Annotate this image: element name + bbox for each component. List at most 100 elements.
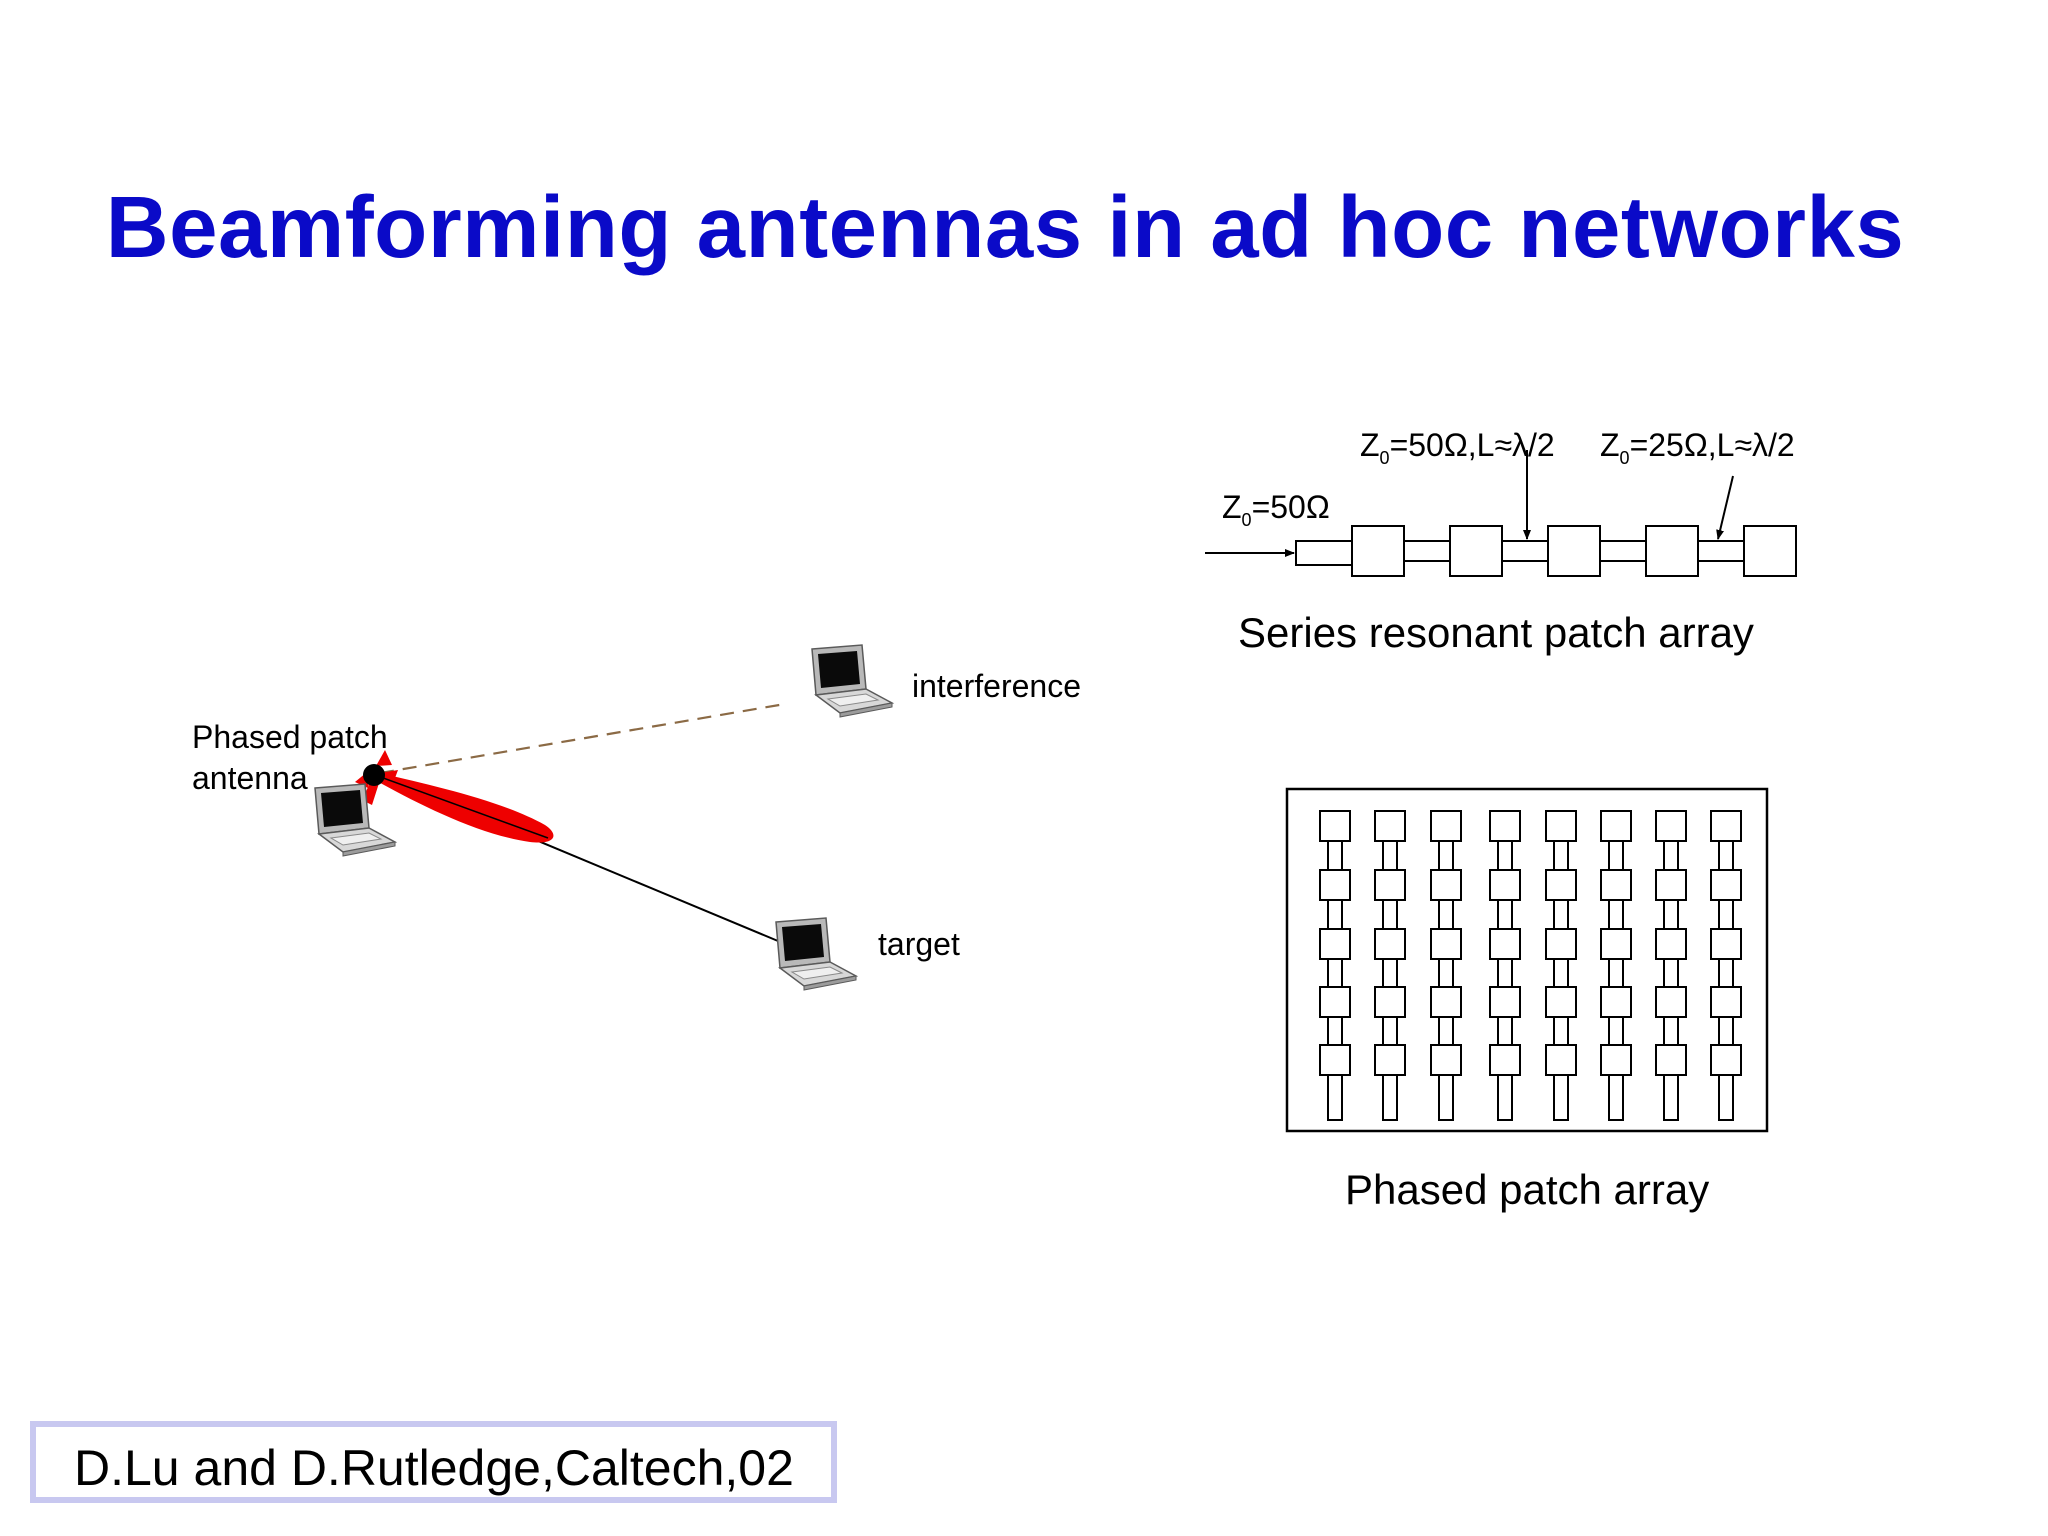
target-label: target: [878, 926, 960, 962]
phased-patch: [1374, 1044, 1406, 1076]
feed-impedance-label: Z0=50Ω: [1222, 489, 1330, 530]
phased-array: Phased patch array: [1285, 787, 1769, 1213]
phased-feed-line: [1327, 958, 1343, 988]
phased-patch: [1655, 928, 1687, 960]
interference-label: interference: [912, 668, 1081, 704]
phased-patch: [1489, 1044, 1521, 1076]
phased-feed-line: [1327, 1016, 1343, 1046]
phased-patch: [1489, 810, 1521, 842]
phased-feed-line: [1718, 899, 1734, 930]
phased-patch: [1600, 810, 1632, 842]
phased-feed-line: [1608, 1074, 1624, 1121]
phased-patch: [1655, 810, 1687, 842]
series-patch: [1449, 525, 1503, 577]
phased-patch: [1430, 1044, 1462, 1076]
arrow-icon: [1716, 475, 1734, 540]
phased-feed-line: [1497, 958, 1513, 988]
phased-patch: [1545, 986, 1577, 1018]
laptop-icon: [775, 917, 857, 991]
phased-feed-line: [1663, 899, 1679, 930]
phased-feed-line: [1327, 840, 1343, 871]
phased-patch: [1545, 928, 1577, 960]
phased-feed-line: [1438, 899, 1454, 930]
phased-patch: [1545, 1044, 1577, 1076]
phased-patch: [1430, 986, 1462, 1018]
phased-feed-line: [1553, 840, 1569, 871]
laptop-icon: [811, 644, 893, 718]
phased-patch: [1600, 986, 1632, 1018]
series-patch: [1351, 525, 1405, 577]
phased-patch: [1489, 869, 1521, 901]
phased-feed-line: [1553, 899, 1569, 930]
slide-title: Beamforming antennas in ad hoc networks: [105, 179, 1905, 276]
line1-impedance-label: Z0=50Ω,L≈λ/2: [1360, 427, 1555, 468]
phased-patch: [1710, 810, 1742, 842]
beam-pattern: [355, 750, 554, 843]
phased-feed-line: [1327, 1074, 1343, 1121]
phased-feed-line: [1718, 1074, 1734, 1121]
phased-feed-line: [1663, 840, 1679, 871]
phased-feed-line: [1438, 840, 1454, 871]
phased-patch: [1710, 986, 1742, 1018]
source-label-line1: Phased patch: [192, 719, 388, 755]
phased-feed-line: [1608, 1016, 1624, 1046]
phased-patch: [1319, 1044, 1351, 1076]
phased-patch: [1374, 810, 1406, 842]
interference-path: [379, 702, 786, 775]
series-patch: [1743, 525, 1797, 577]
phased-feed-line: [1718, 840, 1734, 871]
phased-feed-line: [1382, 899, 1398, 930]
source-label-line2: antenna: [192, 760, 308, 796]
phased-array-frame: [1285, 787, 1769, 1133]
credit-text: D.Lu and D.Rutledge,Caltech,02: [74, 1440, 794, 1496]
phased-feed-line: [1553, 1074, 1569, 1121]
phased-patch: [1655, 869, 1687, 901]
phased-patch: [1430, 869, 1462, 901]
phased-patch: [1489, 928, 1521, 960]
beam-axis: [374, 774, 549, 839]
phased-patch: [1430, 928, 1462, 960]
phased-patch: [1655, 986, 1687, 1018]
phased-feed-line: [1718, 1016, 1734, 1046]
series-array: Z0=50Ω Z0=50Ω,L≈λ/2 Z0=25Ω,L≈λ/2 Series …: [1205, 427, 1797, 656]
phased-patch: [1489, 986, 1521, 1018]
phased-feed-line: [1553, 1016, 1569, 1046]
phased-patch: [1545, 810, 1577, 842]
phased-feed-line: [1553, 958, 1569, 988]
phased-patch: [1319, 810, 1351, 842]
phased-feed-line: [1608, 958, 1624, 988]
phased-feed-line: [1382, 1016, 1398, 1046]
phased-feed-line: [1663, 1074, 1679, 1121]
series-connector: [1501, 540, 1549, 562]
phased-patch: [1710, 928, 1742, 960]
phased-patch: [1374, 986, 1406, 1018]
phased-feed-line: [1497, 899, 1513, 930]
phased-feed-line: [1382, 840, 1398, 871]
phased-patch: [1600, 1044, 1632, 1076]
phased-feed-line: [1382, 958, 1398, 988]
phased-patch: [1319, 869, 1351, 901]
phased-feed-line: [1608, 899, 1624, 930]
network-scene: Phased patch antenna interference target: [192, 644, 1081, 991]
series-patch: [1547, 525, 1601, 577]
phased-patch: [1655, 1044, 1687, 1076]
phased-feed-line: [1438, 1074, 1454, 1121]
side-lobe-3: [376, 750, 392, 766]
antenna-dot: [363, 764, 385, 786]
side-lobe-4: [374, 770, 398, 778]
phased-feed-line: [1497, 840, 1513, 871]
phased-feed-line: [1438, 1016, 1454, 1046]
phased-array-caption: Phased patch array: [1345, 1166, 1709, 1213]
phased-feed-line: [1608, 840, 1624, 871]
feed-line: [1295, 540, 1353, 566]
phased-patch: [1710, 869, 1742, 901]
line2-impedance-label: Z0=25Ω,L≈λ/2: [1600, 427, 1795, 468]
series-patch: [1645, 525, 1699, 577]
phased-patch: [1374, 928, 1406, 960]
phased-patch: [1710, 1044, 1742, 1076]
phased-patch: [1600, 928, 1632, 960]
phased-feed-line: [1382, 1074, 1398, 1121]
credit-box: D.Lu and D.Rutledge,Caltech,02: [30, 1421, 837, 1503]
series-connector: [1403, 540, 1451, 562]
